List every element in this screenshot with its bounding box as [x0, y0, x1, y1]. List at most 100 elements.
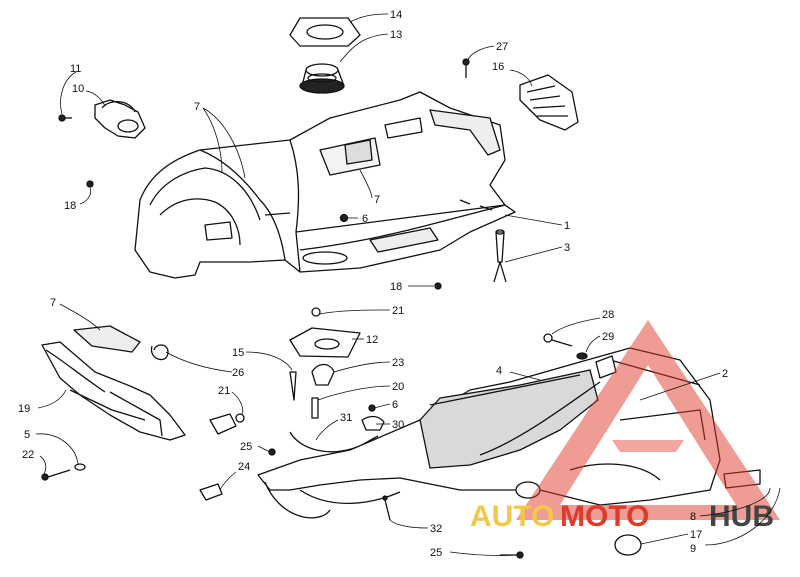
svg-text:24: 24: [238, 461, 250, 473]
callout-27: 27: [467, 41, 508, 61]
pad-part: [73, 325, 141, 353]
mount-plate-part: [289, 307, 361, 358]
callout-1: 1: [504, 214, 570, 232]
svg-text:1: 1: [564, 220, 570, 232]
switch-assembly-part: [58, 99, 146, 139]
svg-text:8: 8: [690, 511, 696, 523]
svg-text:6: 6: [362, 213, 368, 225]
svg-text:15: 15: [232, 347, 244, 359]
callout-32: 32: [389, 519, 442, 535]
small-clip-part: [199, 483, 223, 501]
callout-18b: 18: [390, 281, 434, 293]
callout-23: 23: [333, 357, 404, 373]
svg-text:31: 31: [340, 412, 352, 424]
callout-7b: 7: [359, 169, 380, 206]
callout-14: 14: [349, 9, 402, 23]
svg-text:3: 3: [564, 242, 570, 254]
bolt-washer-part: [41, 463, 86, 481]
cable-tie-part: [150, 344, 169, 361]
callout-31: 31: [315, 412, 352, 441]
svg-text:27: 27: [496, 41, 508, 53]
gasket-part: [289, 17, 361, 47]
bolt-spacer-part: [543, 333, 617, 379]
svg-text:32: 32: [430, 523, 442, 535]
fastener-part: [493, 229, 507, 283]
svg-text:7: 7: [194, 101, 200, 113]
watermark-triangle: [516, 320, 780, 520]
callout-22: 22: [22, 449, 47, 475]
svg-text:2: 2: [722, 368, 728, 380]
callout-11: 11: [60, 63, 81, 115]
callout-6b: 6: [373, 399, 398, 411]
boot-part: [299, 63, 345, 94]
callout-6a: 6: [348, 213, 368, 225]
svg-text:21: 21: [218, 385, 230, 397]
callout-15: 15: [232, 347, 293, 371]
plug-part: [614, 534, 642, 556]
callout-25a: 25: [240, 441, 271, 453]
watermark: AUTO MOTO HUB: [470, 320, 780, 533]
callout-30: 30: [376, 419, 404, 431]
pin-part: [289, 371, 297, 401]
svg-text:25: 25: [240, 441, 252, 453]
svg-text:4: 4: [496, 365, 502, 377]
svg-text:29: 29: [602, 331, 614, 343]
callout-9: 9: [690, 487, 781, 555]
callout-4: 4: [496, 365, 541, 381]
callout-20: 20: [317, 381, 404, 401]
svg-text:10: 10: [72, 83, 84, 95]
svg-text:16: 16: [492, 61, 504, 73]
callout-7a: 7: [194, 101, 246, 179]
callout-28: 28: [551, 309, 614, 335]
svg-text:7: 7: [50, 297, 56, 309]
callout-24: 24: [219, 461, 250, 491]
callout-18a: 18: [64, 187, 92, 212]
callout-21a: 21: [319, 305, 404, 317]
svg-text:28: 28: [602, 309, 614, 321]
svg-text:20: 20: [392, 381, 404, 393]
callout-7c: 7: [50, 297, 101, 331]
svg-text:11: 11: [70, 63, 81, 75]
svg-text:12: 12: [366, 334, 378, 346]
clip-part: [311, 363, 335, 386]
callout-16: 16: [492, 61, 533, 87]
callout-19: 19: [18, 389, 67, 415]
bolt-part: [311, 397, 319, 419]
callout-17: 17: [640, 529, 702, 545]
svg-text:13: 13: [390, 29, 402, 41]
callout-10: 10: [72, 83, 106, 107]
callout-8: 8: [690, 487, 771, 523]
nut-part: [209, 413, 245, 435]
callout-13: 13: [339, 29, 402, 63]
callout-26: 26: [165, 351, 244, 379]
callout-25b: 25: [430, 547, 517, 559]
svg-text:6: 6: [392, 399, 398, 411]
callout-12: 12: [352, 334, 378, 346]
callout-21b: 21: [218, 385, 244, 415]
svg-text:26: 26: [232, 367, 244, 379]
upper-console-part: [134, 91, 516, 279]
svg-text:9: 9: [690, 543, 696, 555]
svg-text:7: 7: [374, 194, 380, 206]
callout-29: 29: [585, 331, 614, 353]
svg-text:19: 19: [18, 403, 30, 415]
callout-2: 2: [639, 368, 728, 401]
svg-text:18: 18: [64, 200, 76, 212]
callout-3: 3: [504, 242, 570, 263]
svg-text:14: 14: [390, 9, 402, 21]
svg-text:17: 17: [690, 529, 702, 541]
svg-text:18: 18: [390, 281, 402, 293]
watermark-text-auto: AUTO: [470, 500, 554, 533]
watermark-text-moto: MOTO: [560, 500, 649, 533]
svg-text:5: 5: [24, 429, 30, 441]
side-panel-part: [41, 341, 186, 441]
svg-text:30: 30: [392, 419, 404, 431]
svg-text:25: 25: [430, 547, 442, 559]
grommet-part: [361, 404, 385, 431]
svg-text:21: 21: [392, 305, 404, 317]
svg-text:22: 22: [22, 449, 34, 461]
small-fasteners: [86, 180, 442, 290]
watermark-text-hub: HUB: [709, 500, 774, 533]
callout-5: 5: [24, 429, 79, 465]
